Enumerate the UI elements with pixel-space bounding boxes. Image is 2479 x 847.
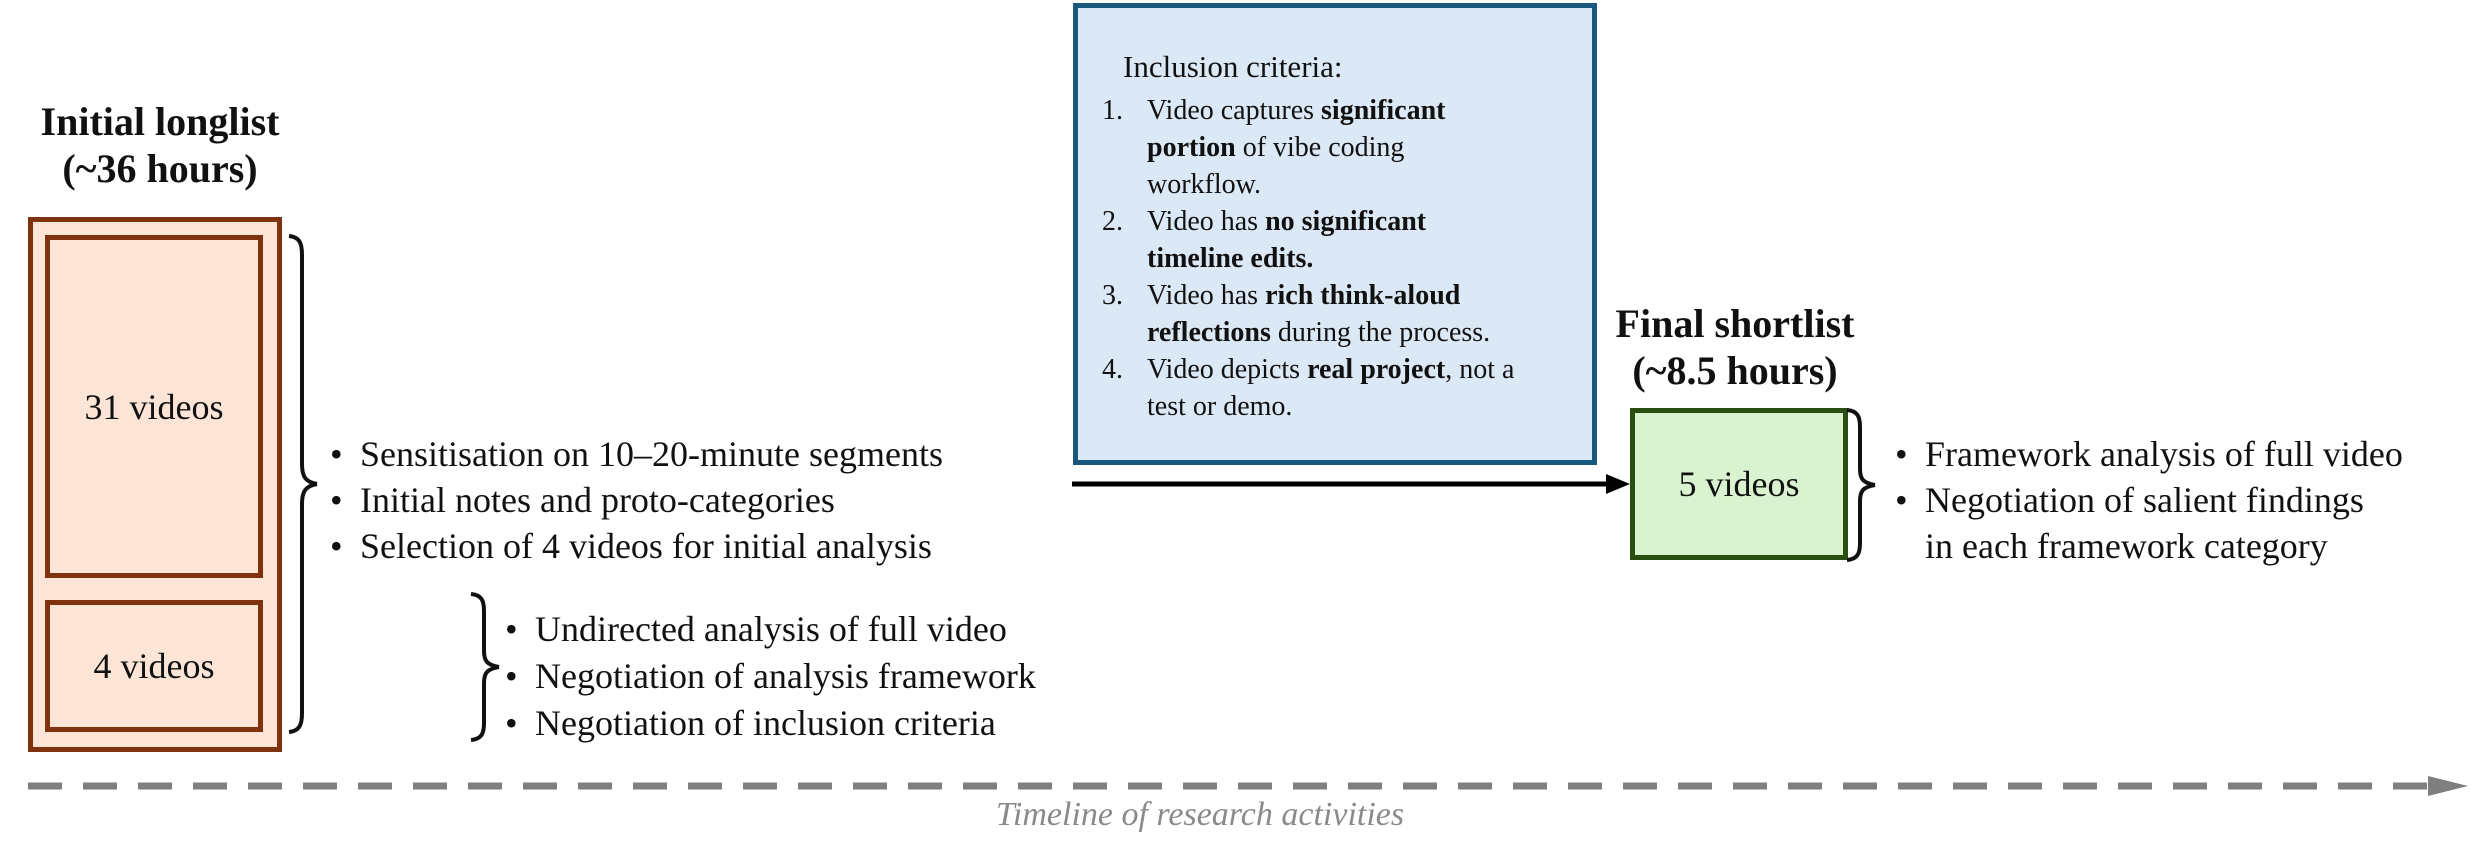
initial-longlist-title-line1: Initial longlist (40, 99, 280, 144)
shortlist-activities-list: • Framework analysis of full video • Neg… (1895, 431, 2403, 569)
inclusion-criterion: 3. Video has rich think-aloud reflection… (1102, 277, 1582, 351)
list-item: • Negotiation of salient findings in eac… (1895, 477, 2403, 569)
final-shortlist-title: Final shortlist (~8.5 hours) (1585, 300, 1885, 394)
initial-analysis-grouping-brace (470, 592, 500, 742)
initial-longlist-title-line2: (~36 hours) (62, 146, 258, 192)
criterion-text: Video has rich think-aloud reflections d… (1147, 277, 1525, 351)
criterion-text: Video depicts real project, not a test o… (1147, 351, 1525, 425)
timeline-caption: Timeline of research activities (995, 796, 1405, 833)
inclusion-criterion: 2. Video has no significant timeline edi… (1102, 203, 1582, 277)
criterion-text-pre: Video has (1147, 206, 1266, 237)
criterion-number: 2. (1102, 206, 1123, 237)
longlist-activities-list: • Sensitisation on 10–20-minute segments… (330, 431, 943, 569)
list-item: • Selection of 4 videos for initial anal… (330, 523, 943, 569)
criterion-text-pre: Video depicts (1147, 354, 1308, 385)
inclusion-criteria-box: Inclusion criteria: 1. Video captures si… (1073, 3, 1597, 465)
list-item-text: Sensitisation on 10–20-minute segments (360, 434, 943, 474)
criterion-text-post: during the process. (1270, 317, 1491, 348)
criterion-text-post: of vibe coding workflow. (1147, 132, 1405, 200)
videos-31-label: 31 videos (84, 386, 224, 427)
initial-longlist-title: Initial longlist (~36 hours) (10, 98, 310, 192)
bullet-icon: • (1895, 480, 1908, 520)
longlist-grouping-brace (288, 234, 318, 734)
videos-4-label: 4 videos (93, 646, 215, 686)
criterion-text-pre: Video captures (1147, 95, 1322, 126)
bullet-icon: • (330, 434, 343, 474)
shortlist-grouping-brace (1846, 408, 1876, 562)
videos-5-box: 5 videos (1630, 408, 1848, 560)
list-item-text: Negotiation of salient findings in each … (1925, 480, 2364, 566)
flow-arrow (1072, 474, 1630, 494)
final-shortlist-title-line2: (~8.5 hours) (1632, 348, 1838, 394)
bullet-icon: • (505, 609, 518, 649)
list-item: • Negotiation of analysis framework (505, 653, 1036, 700)
list-item: • Undirected analysis of full video (505, 606, 1036, 653)
final-shortlist-title-line1: Final shortlist (1615, 301, 1855, 346)
criterion-text-post: , not a test or demo. (1147, 354, 1515, 422)
criterion-text-bold: no significant timeline edits. (1147, 206, 1427, 274)
inclusion-criterion: 4. Video depicts real project, not a tes… (1102, 351, 1582, 425)
list-item-text: Negotiation of analysis framework (535, 656, 1036, 696)
criterion-text-bold: real project (1307, 354, 1446, 385)
criterion-text-pre: Video has (1147, 280, 1266, 311)
criterion-text-bold: significant portion (1147, 95, 1446, 163)
videos-31-box: 31 videos (45, 235, 263, 578)
criterion-text-bold: rich think-aloud reflections (1147, 280, 1461, 348)
list-item-text: Undirected analysis of full video (535, 609, 1007, 649)
inclusion-criterion: 1. Video captures significant portion of… (1102, 92, 1582, 203)
bullet-icon: • (330, 480, 343, 520)
bullet-icon: • (505, 703, 518, 743)
list-item: • Framework analysis of full video (1895, 431, 2403, 477)
list-item: • Initial notes and proto-categories (330, 477, 943, 523)
criterion-text: Video has no significant timeline edits. (1147, 203, 1525, 277)
bullet-icon: • (505, 656, 518, 696)
inclusion-criteria-title: Inclusion criteria: (1123, 49, 1343, 84)
longlist-container-box: 31 videos 4 videos (28, 217, 282, 752)
initial-analysis-activities-list: • Undirected analysis of full video • Ne… (505, 606, 1036, 747)
bullet-icon: • (1895, 434, 1908, 474)
list-item-text: Initial notes and proto-categories (360, 480, 835, 520)
list-item-text: Negotiation of inclusion criteria (535, 703, 996, 743)
list-item-text: Selection of 4 videos for initial analys… (360, 526, 932, 566)
bullet-icon: • (330, 526, 343, 566)
criterion-text: Video captures significant portion of vi… (1147, 92, 1525, 203)
list-item: • Sensitisation on 10–20-minute segments (330, 431, 943, 477)
videos-4-box: 4 videos (45, 600, 263, 732)
criterion-number: 1. (1102, 95, 1123, 126)
videos-5-label: 5 videos (1678, 464, 1800, 504)
list-item-text: Framework analysis of full video (1925, 434, 2403, 474)
criterion-number: 3. (1102, 280, 1123, 311)
timeline-axis (28, 776, 2468, 796)
list-item: • Negotiation of inclusion criteria (505, 700, 1036, 747)
criterion-number: 4. (1102, 354, 1123, 385)
